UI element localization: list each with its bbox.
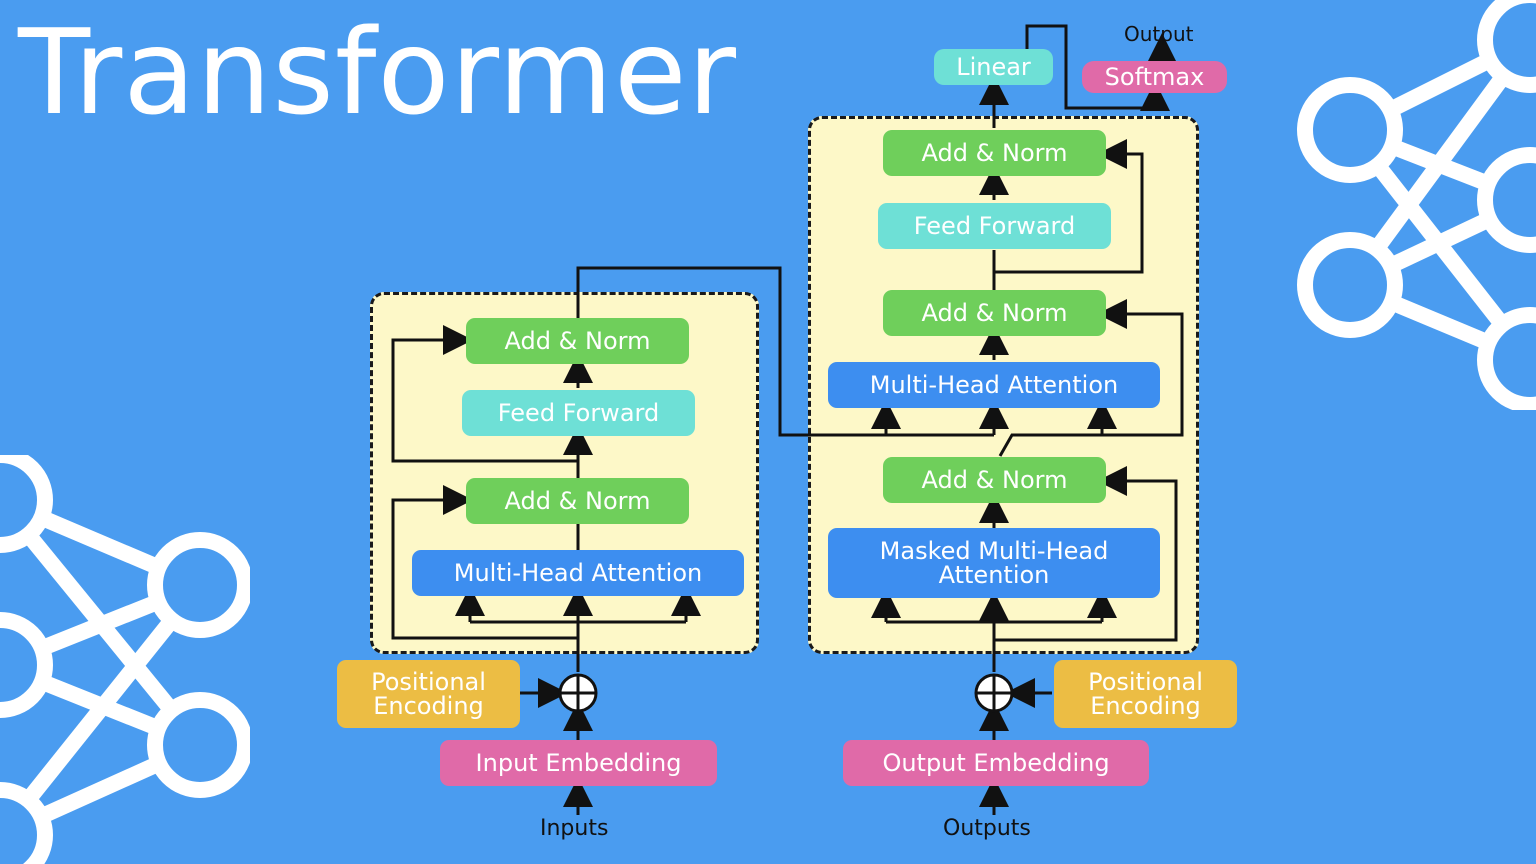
decoder-multi-head-attention: Multi-Head Attention (828, 362, 1160, 408)
output-label: Output (1124, 22, 1194, 46)
decoder-add-norm-top: Add & Norm (883, 130, 1106, 176)
encoder-feed-forward: Feed Forward (462, 390, 695, 436)
encoder-positional-encoding: Positional Encoding (337, 660, 520, 728)
softmax-box: Softmax (1082, 61, 1227, 93)
page-title: Transformer (18, 3, 738, 141)
input-embedding: Input Embedding (440, 740, 717, 786)
neural-network-icon-bottom-left (0, 455, 250, 864)
encoder-add-norm-bottom: Add & Norm (466, 478, 689, 524)
decoder-add-norm-bottom: Add & Norm (883, 457, 1106, 503)
linear-box: Linear (934, 49, 1053, 85)
inputs-label: Inputs (540, 816, 609, 841)
decoder-positional-encoding: Positional Encoding (1054, 660, 1237, 728)
decoder-feed-forward: Feed Forward (878, 203, 1111, 249)
decoder-masked-multi-head-attention: Masked Multi-Head Attention (828, 528, 1160, 598)
outputs-label: Outputs (943, 816, 1031, 841)
decoder-add-norm-mid: Add & Norm (883, 290, 1106, 336)
encoder-add-norm-top: Add & Norm (466, 318, 689, 364)
neural-network-icon-top-right (1297, 0, 1536, 410)
encoder-multi-head-attention: Multi-Head Attention (412, 550, 744, 596)
output-embedding: Output Embedding (843, 740, 1149, 786)
